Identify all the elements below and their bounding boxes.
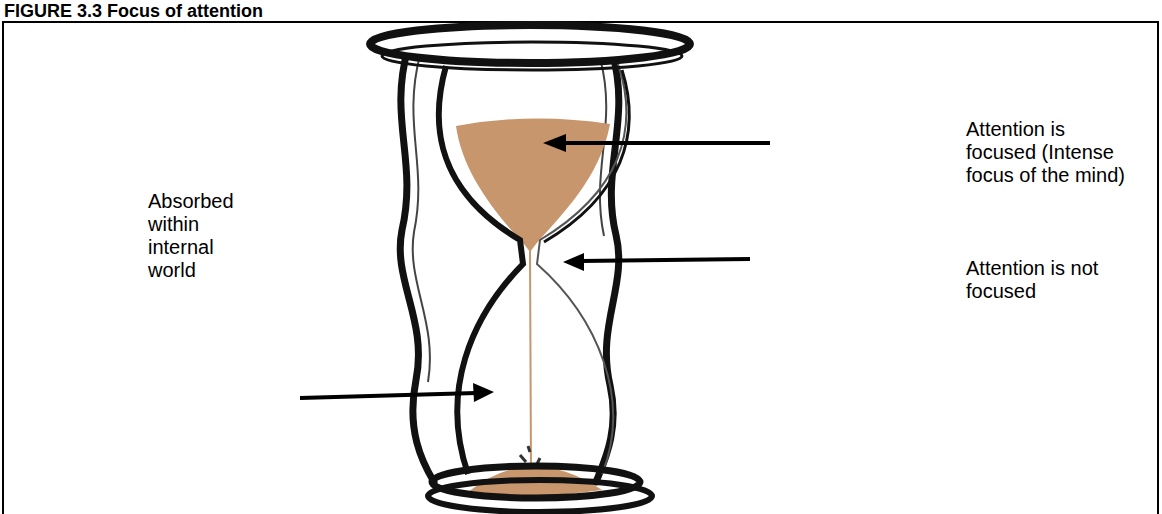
- glass-outline: [544, 70, 629, 242]
- arrow-head: [543, 134, 566, 152]
- figure-title: FIGURE 3.3 Focus of attention: [4, 1, 263, 21]
- sand-top: [456, 118, 610, 252]
- callout-label: Attention is focused (Intense focus of t…: [966, 118, 1138, 187]
- callout-label: Attention is not focused: [966, 257, 1138, 303]
- leader-line: [300, 393, 476, 398]
- leader-line: [580, 259, 750, 261]
- hourglass-post: [400, 48, 434, 482]
- callout-label: Absorbed within internal world: [148, 190, 248, 282]
- glass-outline: [537, 64, 626, 474]
- arrow-head: [563, 253, 584, 271]
- hourglass-post: [596, 52, 619, 482]
- hourglass-cap: [382, 42, 682, 70]
- hourglass-cap: [370, 25, 690, 63]
- glass-outline: [439, 66, 523, 474]
- hourglass-post: [413, 55, 430, 382]
- arrow-head: [473, 383, 494, 402]
- hourglass-base: [428, 480, 652, 512]
- sand-stream: [530, 250, 531, 472]
- figure-frame: [3, 22, 1158, 514]
- leader-line: [560, 141, 770, 145]
